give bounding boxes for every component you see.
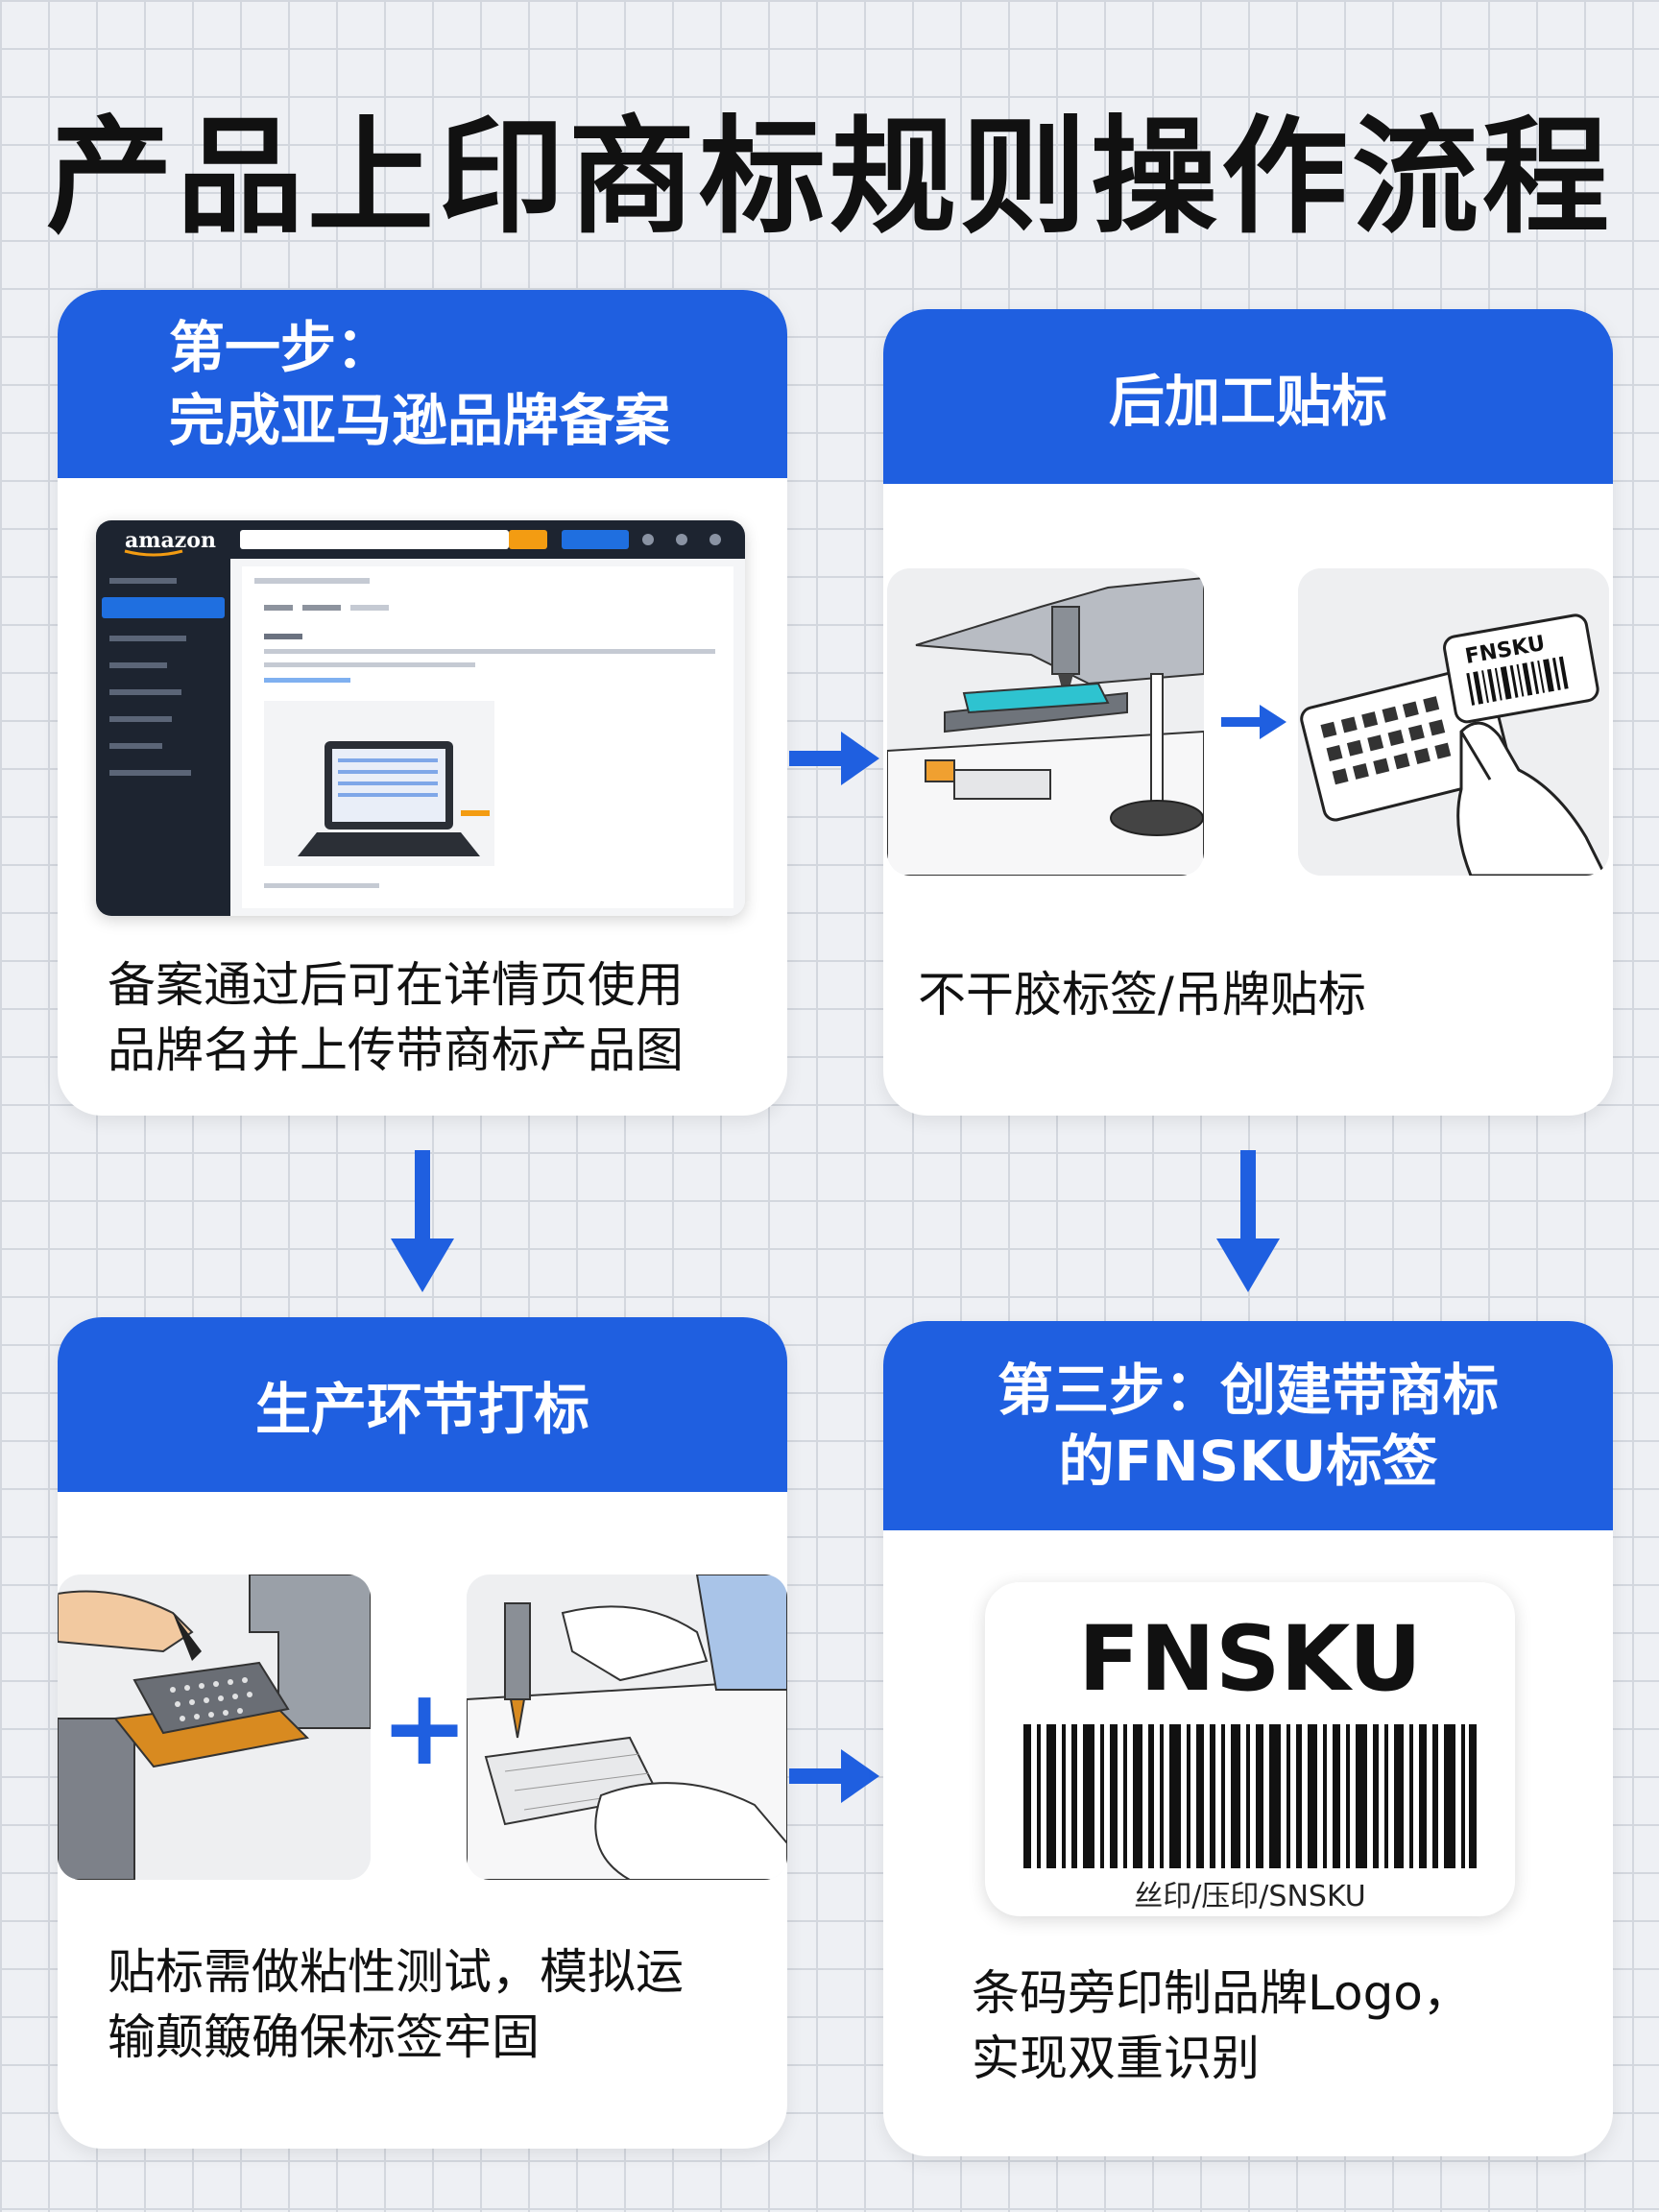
caption-line-1: 不干胶标签/吊牌贴标 [918, 967, 1366, 1022]
fnsku-label-title: FNSKU [1077, 1607, 1423, 1712]
caption-line-2: 实现双重识别 [972, 2031, 1260, 2086]
caption-line-2: 输颠簸确保标签牢固 [108, 2009, 540, 2065]
plus-icon: + [380, 1666, 469, 1789]
stamping-image [58, 1575, 371, 1880]
step-heading: 后加工贴标 [1108, 369, 1387, 434]
arrow-right-icon [1221, 705, 1286, 739]
page-title: 产品上印商标规则操作流程 [46, 104, 1613, 252]
arrow-right-icon [789, 732, 879, 785]
arrow-down-icon [1216, 1150, 1280, 1292]
caption-line-2: 品牌名并上传带商标产品图 [108, 1022, 684, 1078]
step-caption: 贴标需做粘性测试，模拟运 输颠簸确保标签牢固 [108, 1939, 684, 2070]
caption-line-1: 条码旁印制品牌Logo， [972, 1965, 1471, 2021]
step-card-post-labeling: 后加工贴标 [883, 309, 1613, 1116]
step-heading-line-2: 的FNSKU标签 [1058, 1429, 1438, 1494]
step-card-production-marking: 生产环节打标 + [58, 1317, 787, 2149]
step-card-header: 生产环节打标 [58, 1317, 787, 1492]
arrow-down-icon [391, 1150, 454, 1292]
step-card-header: 第一步： 完成亚马逊品牌备案 [58, 290, 787, 478]
step-caption: 不干胶标签/吊牌贴标 [918, 962, 1366, 1027]
step-card-header: 后加工贴标 [883, 309, 1613, 484]
fnsku-label-card: FNSKU [985, 1582, 1515, 1916]
caption-line-1: 贴标需做粘性测试，模拟运 [108, 1944, 684, 2000]
arrow-right-icon [789, 1749, 879, 1803]
amazon-dashboard-image: amazon [96, 520, 745, 916]
step-card-brand-registry: 第一步： 完成亚马逊品牌备案 amazon [58, 290, 787, 1116]
caption-line-1: 备案通过后可在详情页使用 [108, 957, 684, 1013]
fnsku-label-footer: 丝印/压印/SNSKU [1134, 1880, 1366, 1913]
step-heading-line-1: 第一步： [169, 315, 393, 380]
barcode-icon [1023, 1724, 1477, 1868]
step-caption: 条码旁印制品牌Logo， 实现双重识别 [972, 1960, 1471, 2091]
svg-text:amazon: amazon [125, 528, 216, 553]
step-card-fnsku-label: 第三步：创建带商标 的FNSKU标签 FNSKU [883, 1321, 1613, 2156]
step-heading: 生产环节打标 [254, 1377, 589, 1442]
step-card-header: 第三步：创建带商标 的FNSKU标签 [883, 1321, 1613, 1530]
step-caption: 备案通过后可在详情页使用 品牌名并上传带商标产品图 [108, 952, 684, 1083]
label-applicator-image [887, 568, 1204, 876]
step-heading-line-2: 完成亚马逊品牌备案 [169, 388, 671, 453]
hang-tag-image: FNSKU [1298, 568, 1609, 876]
step-heading-line-1: 第三步：创建带商标 [997, 1358, 1499, 1423]
printing-image [467, 1575, 787, 1880]
